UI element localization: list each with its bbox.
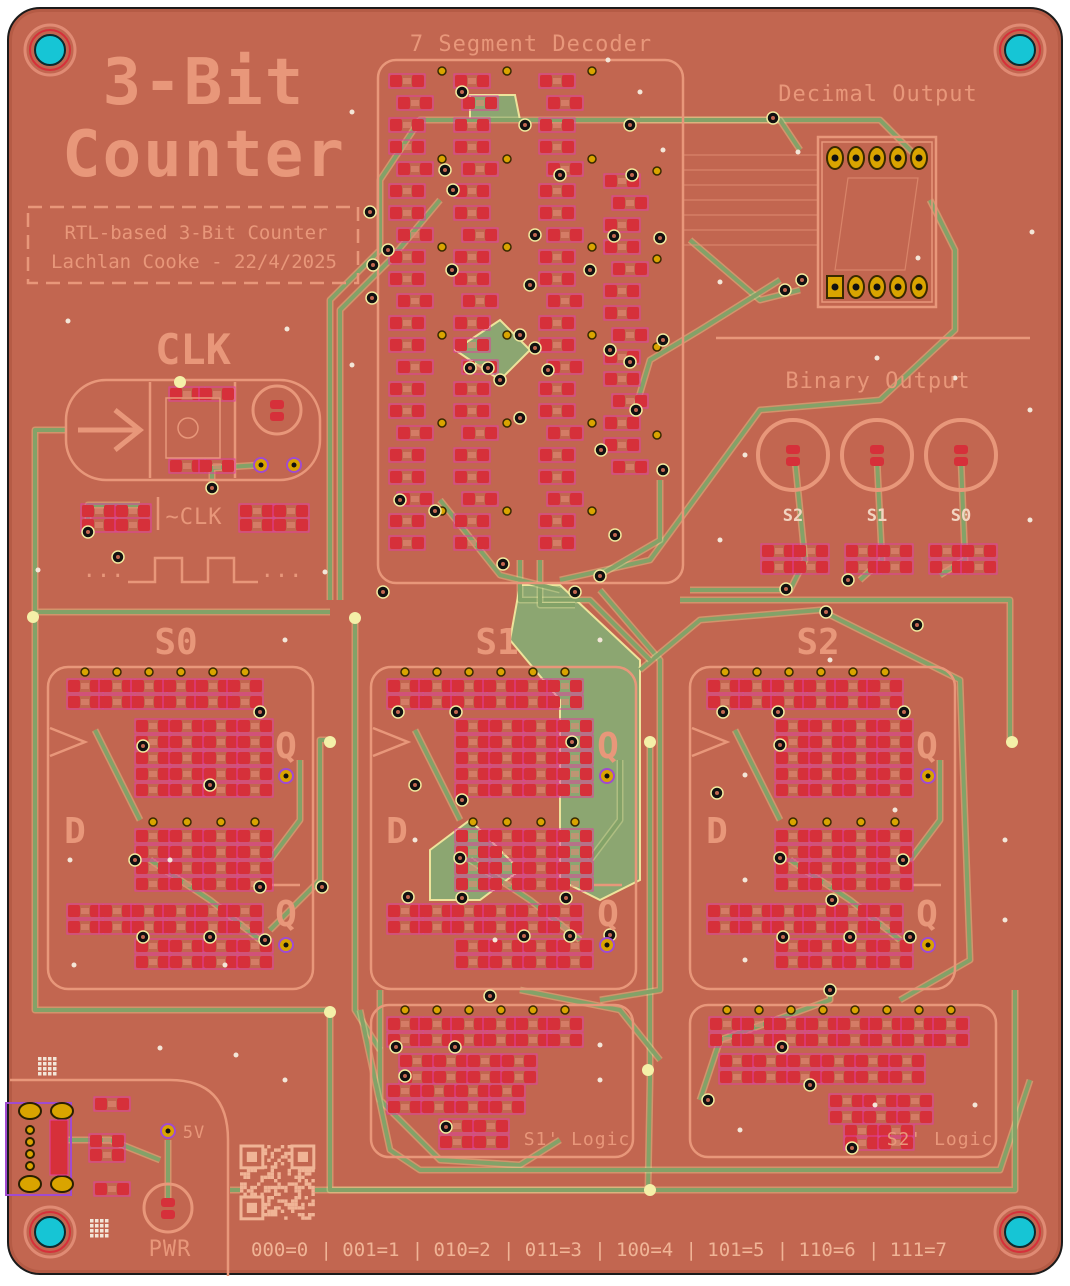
s1-qbar-label: Q: [597, 894, 619, 935]
s1-d-label: D: [386, 811, 408, 852]
s1-label: S1: [475, 622, 518, 663]
led-ring-s2: [756, 418, 830, 492]
qr-code: [239, 1144, 316, 1221]
binary-led-label-s1: S1: [867, 506, 887, 526]
legend-separator: |: [868, 1239, 879, 1261]
legend-separator: |: [686, 1239, 697, 1261]
led-ring-s1: [840, 418, 914, 492]
subtitle-line-2: Lachlan Cooke - 22/4/2025: [51, 251, 337, 273]
title-line-2: Counter: [62, 118, 346, 192]
legend-separator: |: [503, 1239, 514, 1261]
clock-dots-left: ...: [83, 558, 126, 583]
s0-outline: [46, 665, 315, 991]
decoder-label: 7 Segment Decoder: [410, 32, 652, 57]
led-ring-s0: [924, 418, 998, 492]
legend-separator: |: [321, 1239, 332, 1261]
decimal-output-label: Decimal Output: [778, 82, 977, 107]
legend-separator: |: [412, 1239, 423, 1261]
clock-waveform: [128, 556, 258, 584]
legend-item: 100=4: [616, 1239, 673, 1261]
clock-dots-right: ...: [261, 558, 304, 583]
subtitle-line-1: RTL-based 3-Bit Counter: [64, 222, 327, 244]
s2-outline: [688, 665, 957, 991]
s1-q-label: Q: [597, 726, 619, 767]
legend-separator: |: [777, 1239, 788, 1261]
power-label: PWR: [149, 1237, 192, 1262]
legend-separator: |: [594, 1239, 605, 1261]
led-ring-clk: [251, 384, 303, 436]
s0-label: S0: [154, 622, 197, 663]
s1-outline: [369, 665, 638, 991]
logo-marks: [38, 1057, 109, 1238]
via-layer: [27, 57, 1035, 1196]
mount-hole-top-right: [993, 23, 1047, 77]
decoder-outline: [376, 58, 685, 585]
s0-qbar-label: Q: [275, 894, 297, 935]
section-outlines: [10, 58, 1030, 1276]
legend-item: 000=0: [251, 1239, 308, 1261]
legend-item: 111=7: [890, 1239, 947, 1261]
legend-item: 001=1: [342, 1239, 399, 1261]
s2-logic-label: S2' Logic: [887, 1129, 994, 1150]
subtitle-frame: [26, 205, 360, 285]
clock-outline: [64, 378, 322, 482]
s2-q-label: Q: [916, 726, 938, 767]
clock-arrow: [78, 408, 145, 452]
mounting-holes: [23, 23, 1047, 1259]
s2-qbar-label: Q: [916, 894, 938, 935]
s0-d-label: D: [64, 811, 86, 852]
s0-q-label: Q: [275, 726, 297, 767]
legend-item: 011=3: [525, 1239, 582, 1261]
voltage-label: 5V: [183, 1123, 205, 1143]
power-connector: [5, 1102, 74, 1196]
binary-output-label: Binary Output: [785, 369, 970, 394]
power-section-border: [10, 1078, 230, 1276]
clock-inverted-label: ~CLK: [166, 505, 223, 530]
s2-label: S2: [796, 622, 839, 663]
legend-item: 110=6: [799, 1239, 856, 1261]
s2-d-label: D: [706, 811, 728, 852]
mount-hole-bottom-left: [23, 1205, 77, 1259]
binary-led-label-s2: S2: [783, 506, 803, 526]
clock-label: CLK: [155, 325, 232, 374]
s1-logic-label: S1' Logic: [524, 1129, 631, 1150]
binary-led-label-s0: S0: [951, 506, 971, 526]
decimal-display-outline: [816, 135, 938, 309]
s1-logic-outline: [369, 1003, 635, 1159]
truth-legend: 000=0 | 001=1 | 010=2 | 011=3 | 100=4 | 101=5 | 110=…: [251, 1239, 947, 1261]
s2-logic-outline: [688, 1003, 998, 1159]
mount-hole-bottom-right: [993, 1205, 1047, 1259]
title-line-1: 3-Bit: [103, 46, 306, 120]
seven-segment-display: [821, 141, 933, 303]
mount-hole-top-left: [23, 23, 77, 77]
legend-item: 101=5: [707, 1239, 764, 1261]
legend-item: 010=2: [434, 1239, 491, 1261]
led-ring-pwr: [142, 1182, 194, 1234]
